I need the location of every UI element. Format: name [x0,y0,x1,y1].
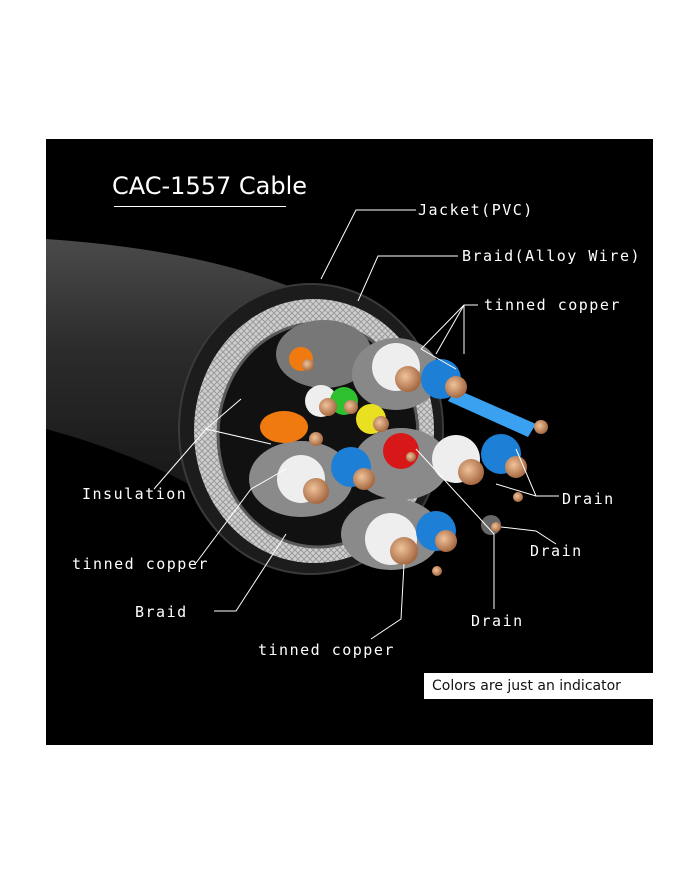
label-braid-alloy: Braid(Alloy Wire) [462,247,642,265]
title-underline [114,206,286,207]
label-braid: Braid [135,603,188,621]
label-drain-bottom: Drain [471,612,524,630]
label-tinned-copper-left: tinned copper [72,555,209,573]
colors-note: Colors are just an indicator [424,673,653,699]
label-tinned-copper-bottom: tinned copper [258,641,395,659]
cable-title: CAC-1557 Cable [112,172,308,200]
label-drain-right: Drain [562,490,615,508]
label-jacket: Jacket(PVC) [418,201,534,219]
cable-illustration [46,209,559,640]
label-insulation: Insulation [82,485,188,503]
diagram-panel: CAC-1557 Cable Jacket(PVC) Braid(Alloy W… [46,139,653,745]
label-tinned-copper-top: tinned copper [484,296,621,314]
label-drain-mid: Drain [530,542,583,560]
